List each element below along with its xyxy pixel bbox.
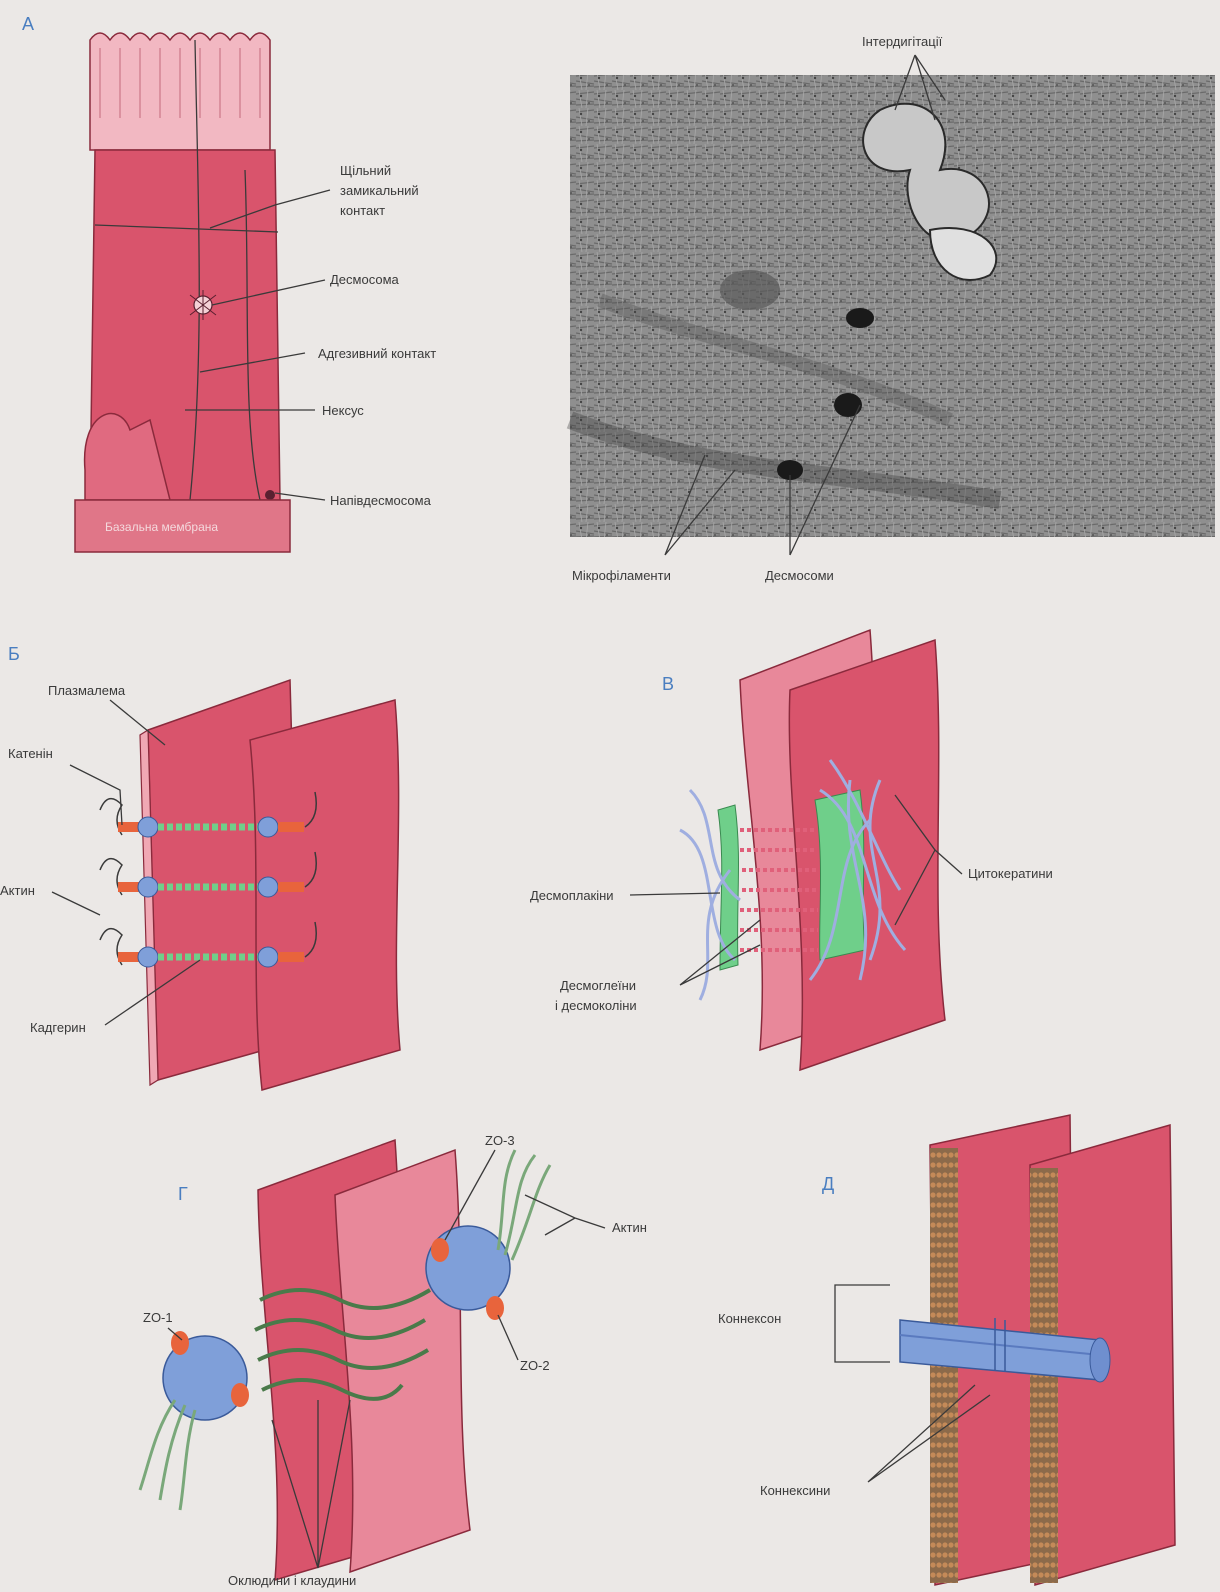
connexon-bracket — [835, 1285, 890, 1362]
tight-junction-label-2: замикальний — [340, 183, 419, 198]
panel-a-letter: А — [22, 14, 34, 34]
desmogleins — [740, 830, 818, 950]
panel-g: Г ZO-3 Актин ZO-1 ZO-2 Оклюд — [140, 1133, 647, 1588]
adhesive-contact-label: Адгезивний контакт — [318, 346, 436, 361]
plasmalemma-label: Плазмалема — [48, 683, 126, 698]
desmoplakins-label: Десмоплакіни — [530, 888, 614, 903]
panel-v: В Цитокератини Десмоплакіни Десмоглеїни … — [530, 630, 1053, 1070]
tight-junction-label-1: Щільний — [340, 163, 391, 178]
microvilli — [90, 33, 270, 150]
catenin-label: Катенін — [8, 746, 53, 761]
cadherin-label: Кадгерин — [30, 1020, 86, 1035]
actin-leader-g — [525, 1195, 605, 1235]
desmosome-label: Десмосома — [330, 272, 400, 287]
zo3-label: ZO-3 — [485, 1133, 515, 1148]
interdigitations-label: Інтердигітації — [862, 34, 943, 49]
actin-leader-b — [52, 892, 100, 915]
microfilaments-label: Мікрофіламенти — [572, 568, 671, 583]
nexus-label: Нексус — [322, 403, 364, 418]
desmosome-sheet-2 — [789, 640, 945, 1070]
hemidesmosome-marker — [265, 490, 275, 500]
actin-label-g: Актин — [612, 1220, 647, 1235]
desmogleins-leader — [680, 920, 760, 985]
desmosome-dark-2 — [834, 393, 862, 417]
desmoplakins-leader — [630, 893, 720, 895]
desmogleins-label-2: і десмоколіни — [555, 998, 637, 1013]
panel-d: Д Коннексон Коннексини — [718, 1115, 1175, 1585]
hemidesmosome-leader — [275, 493, 325, 500]
panel-b: Б — [0, 644, 400, 1090]
cytokeratins-label: Цитокератини — [968, 866, 1053, 881]
zo2-label: ZO-2 — [520, 1358, 550, 1373]
panel-d-letter: Д — [822, 1174, 834, 1194]
desmosome-dark-1 — [846, 308, 874, 328]
occludins-label: Оклюдини і клаудини — [228, 1573, 356, 1588]
zo2-leader — [498, 1315, 518, 1360]
desmogleins-label-1: Десмоглеїни — [560, 978, 636, 993]
connexins-label: Коннексини — [760, 1483, 830, 1498]
basal-membrane-label: Базальна мембрана — [105, 520, 218, 534]
panel-v-letter: В — [662, 674, 674, 694]
plasmalemma-leader — [110, 700, 165, 745]
panel-a: А Базальна мембрана Щільний замикальний … — [22, 14, 436, 552]
electron-micrograph: Інтердигітації Мікрофіламенти Десмосоми — [570, 34, 1215, 583]
panel-b-letter: Б — [8, 644, 20, 664]
connexon-label: Коннексон — [718, 1311, 781, 1326]
zo1-label: ZO-1 — [143, 1310, 173, 1325]
catenin-leader — [70, 765, 122, 825]
actin-label-b: Актин — [0, 883, 35, 898]
desmosomes-label: Десмосоми — [765, 568, 834, 583]
tight-junction-label-3: контакт — [340, 203, 385, 218]
panel-g-letter: Г — [178, 1184, 188, 1204]
hemidesmosome-label: Напівдесмосома — [330, 493, 432, 508]
